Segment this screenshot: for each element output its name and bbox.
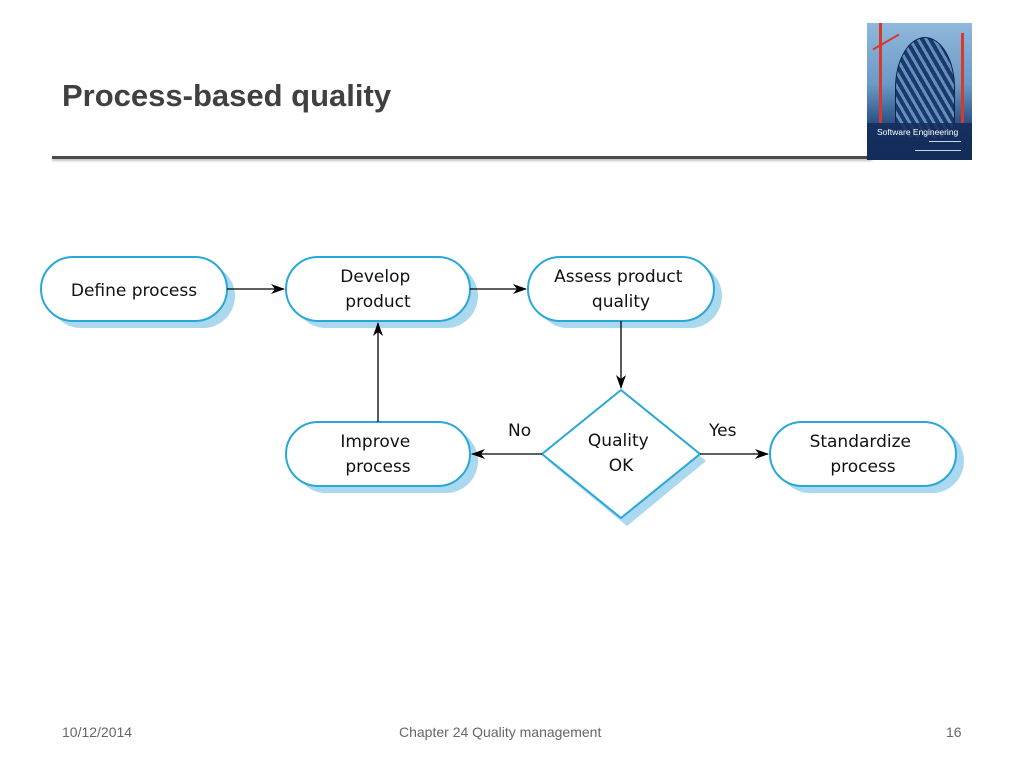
node-define-process-label: Define process xyxy=(71,281,197,301)
book-cover-image: Software Engineering xyxy=(867,23,972,160)
book-cover-title: Software Engineering xyxy=(877,127,959,137)
edge-label-no: No xyxy=(508,421,531,441)
node-standardize-process-label-line1: Standardize xyxy=(810,432,911,452)
node-improve-process-label-line2: process xyxy=(345,457,410,477)
footer-date: 10/12/2014 xyxy=(62,724,133,740)
node-assess-product-quality: Assess product quality xyxy=(527,256,722,328)
edge-label-yes: Yes xyxy=(708,421,737,441)
node-define-process: Define process xyxy=(40,256,235,328)
node-develop-product: Develop product xyxy=(285,256,478,328)
page-number: 16 xyxy=(946,724,962,740)
svg-text:Assess product quality: Assess product quality xyxy=(554,267,688,312)
node-improve-process: Improve process xyxy=(285,421,478,493)
svg-text:Standardize process: Standardize process xyxy=(810,432,917,477)
slide-title: Process-based quality xyxy=(62,78,392,113)
node-assess-product-quality-label-line1: Assess product xyxy=(554,267,683,287)
svg-text:Develop product: Develop product xyxy=(340,267,415,312)
node-quality-ok-decision: Quality OK xyxy=(540,388,706,526)
node-assess-product-quality-label-line2: quality xyxy=(592,292,650,312)
title-underline xyxy=(52,156,872,159)
node-standardize-process: Standardize process xyxy=(769,421,964,493)
svg-text:Improve process: Improve process xyxy=(340,432,415,477)
gherkin-building xyxy=(895,37,955,139)
node-develop-product-label-line2: product xyxy=(345,292,411,312)
svg-text:Quality OK: Quality OK xyxy=(588,431,654,476)
svg-text:Define process: Define process xyxy=(71,281,197,301)
node-quality-ok-label-line2: OK xyxy=(609,456,634,476)
node-quality-ok-label-line1: Quality xyxy=(588,431,649,451)
node-improve-process-label-line1: Improve xyxy=(340,432,410,452)
node-develop-product-label-line1: Develop xyxy=(340,267,410,287)
node-standardize-process-label-line2: process xyxy=(830,457,895,477)
footer-chapter: Chapter 24 Quality management xyxy=(399,724,602,740)
